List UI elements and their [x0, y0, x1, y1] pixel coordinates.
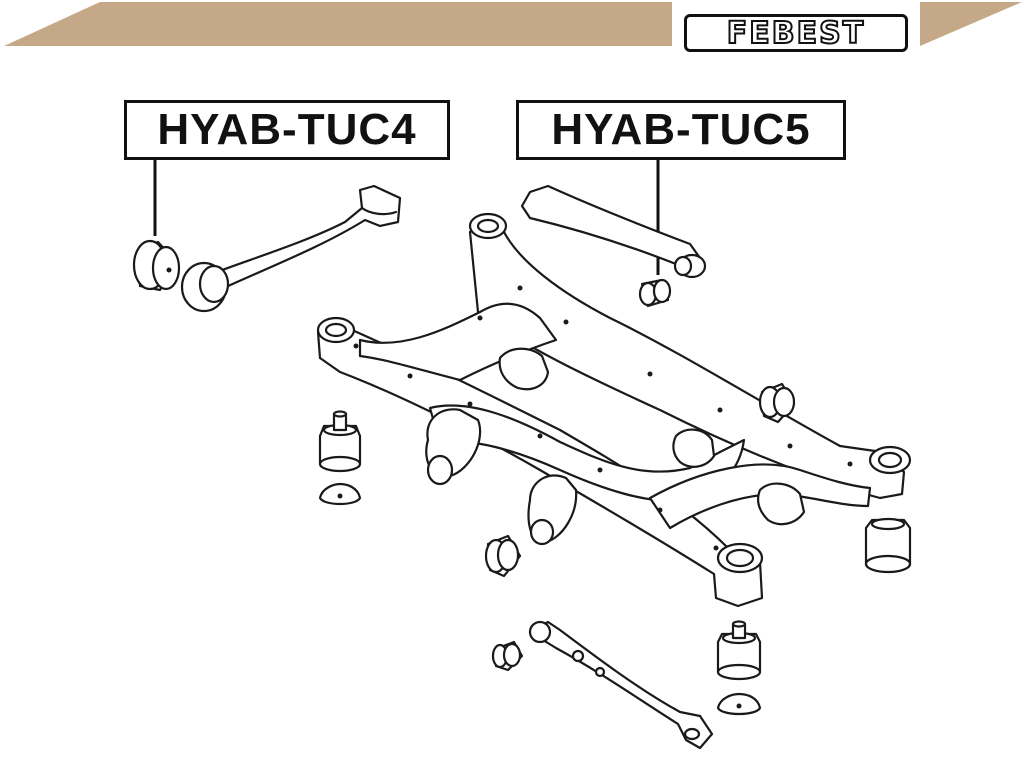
logo-text: FEBEST: [726, 15, 866, 52]
bushing-small-lower: [491, 640, 524, 672]
lateral-link-lower: [528, 620, 714, 750]
part-label-hyab-tuc4: HYAB-TUC4: [124, 100, 450, 160]
mount-right: [864, 517, 912, 574]
rear-subframe: [316, 212, 912, 608]
banner-bar-left: [4, 2, 672, 46]
header-banner: [4, 2, 1022, 46]
bushing-hyab-tuc4: [132, 239, 181, 292]
part-number-text: HYAB-TUC5: [551, 105, 811, 154]
bushing-upper-right: [758, 382, 796, 424]
mount-lower: [716, 620, 762, 716]
lateral-arm-upper: [520, 184, 707, 279]
banner-bar-right: [920, 2, 1022, 46]
part-label-hyab-tuc5: HYAB-TUC5: [516, 100, 846, 160]
bushing-hyab-tuc5: [638, 278, 672, 308]
mount-left: [318, 410, 362, 506]
trailing-arm: [180, 184, 402, 313]
febest-logo: FEBEST: [684, 14, 908, 52]
part-number-text: HYAB-TUC4: [157, 105, 417, 154]
bushing-front-lower: [484, 534, 522, 578]
